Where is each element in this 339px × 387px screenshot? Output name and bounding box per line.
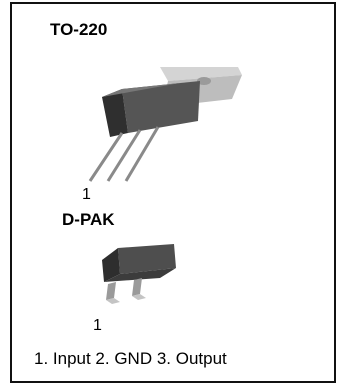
package-title-dpak: D-PAK	[62, 210, 115, 229]
dpak-pin1-label: 1	[93, 317, 102, 334]
to220-body	[122, 81, 200, 133]
to220-lead-3	[124, 126, 160, 182]
pinout-description: 1. Input 2. GND 3. Output	[34, 349, 227, 368]
dpak-package-drawing	[102, 244, 176, 304]
dpak-body	[118, 244, 176, 274]
package-title-to220: TO-220	[50, 20, 108, 39]
to220-pin1-label: 1	[82, 186, 91, 203]
dpak-lead-3	[132, 278, 142, 296]
to220-package-drawing	[88, 67, 242, 182]
to220-lead-1	[88, 132, 124, 182]
to220-tab	[160, 67, 242, 81]
to220-lead-2	[106, 129, 142, 182]
diagram-frame: TO-220 1 D-PAK 1 1. Input 2. GND 3. Outp…	[10, 2, 336, 383]
dpak-lead-1	[106, 282, 116, 300]
